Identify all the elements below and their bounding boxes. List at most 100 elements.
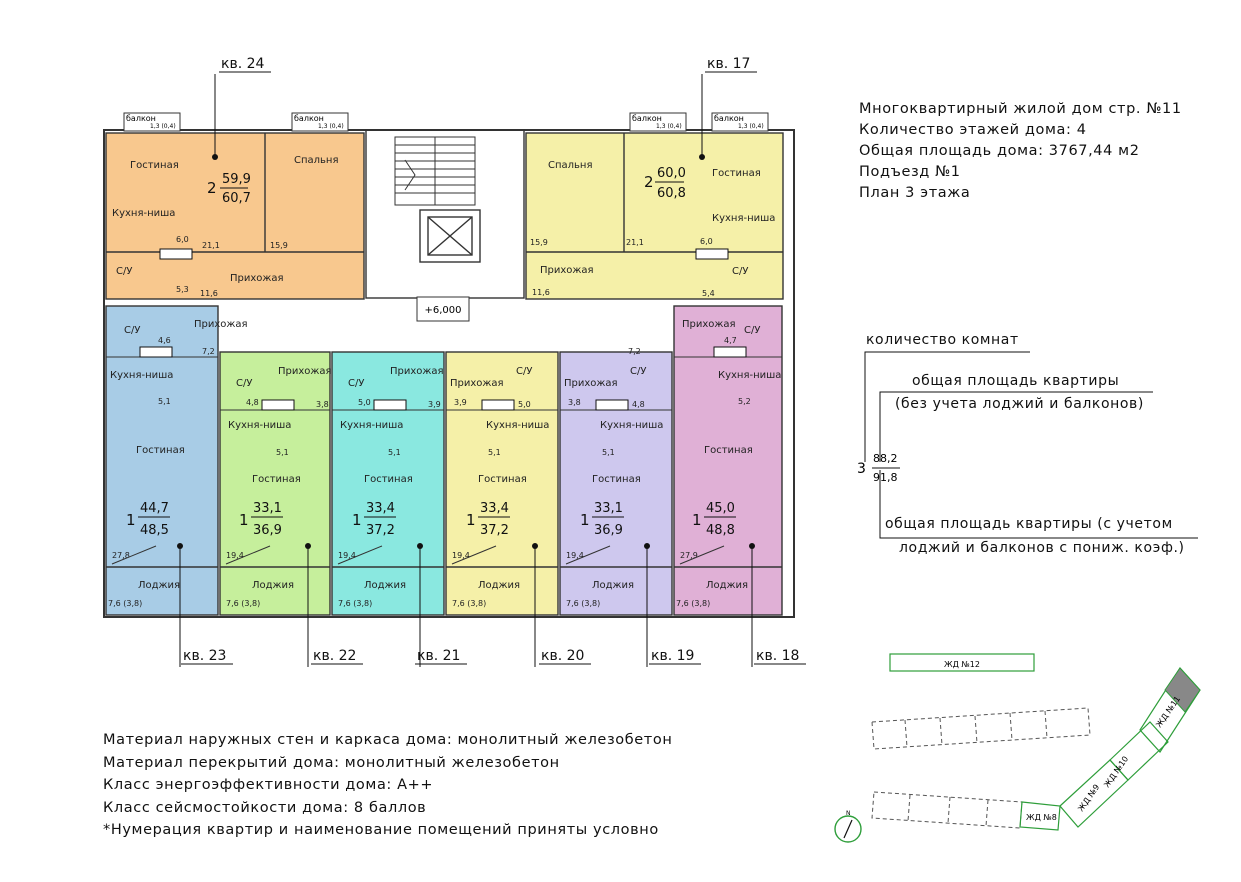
- apartment-number: кв. 18: [756, 648, 799, 664]
- area-total: 37,2: [480, 523, 509, 538]
- apartment-fill: [219, 351, 331, 616]
- rooms-count: 2: [644, 173, 654, 191]
- room-label: С/У: [348, 378, 364, 389]
- room-label: Прихожая: [230, 273, 284, 284]
- room-area: 5,4: [702, 289, 715, 298]
- room-label: Кухня-ниша: [228, 420, 291, 431]
- building-info: Многоквартирный жилой дом стр. №11 Колич…: [859, 99, 1182, 204]
- building-info-line: План 3 этажа: [859, 185, 971, 201]
- room-label: С/У: [236, 378, 252, 389]
- building-11-highlight: [1164, 667, 1201, 713]
- area: 33,1: [594, 501, 623, 516]
- room-label: Гостиная: [704, 445, 753, 456]
- room-area: 5,1: [388, 448, 401, 457]
- balcony-label: балкон: [632, 114, 662, 123]
- elevator-shaft: [419, 209, 481, 263]
- apartment-23: С/УПрихожаяКухня-нишаГостинаяЛоджия4,67,…: [105, 305, 248, 616]
- room-label: Лоджия: [252, 580, 294, 591]
- apartment-number-label: кв. 18: [749, 543, 806, 667]
- room-label: Прихожая: [682, 319, 736, 330]
- area-total: 36,9: [594, 523, 623, 538]
- balcony-label: балкон: [714, 114, 744, 123]
- room-area: 11,6: [532, 288, 550, 297]
- apartment-number: кв. 22: [313, 648, 356, 664]
- balcony-area: 1,3 (0,4): [318, 123, 344, 130]
- room-area: 7,6 (3,8): [108, 599, 142, 608]
- room-label: Лоджия: [706, 580, 748, 591]
- room-area: 19,4: [566, 551, 584, 560]
- area-total: 37,2: [366, 523, 395, 538]
- room-label: Кухня-ниша: [112, 208, 175, 219]
- room-label: Прихожая: [564, 378, 618, 389]
- sanitary-fixtures: [713, 346, 747, 358]
- apartment-24: Гостиная Спальня Кухня-ниша С/У Прихожая…: [105, 132, 365, 300]
- materials-info: Материал наружных стен и каркаса дома: м…: [103, 729, 672, 842]
- sanitary-fixtures: [481, 399, 515, 411]
- room-area: 21,1: [202, 241, 220, 250]
- room-area: 7,6 (3,8): [338, 599, 372, 608]
- legend-graphic: [864, 351, 1198, 539]
- room-label: Лоджия: [364, 580, 406, 591]
- sanitary-fixtures: [261, 399, 295, 411]
- room-label: Прихожая: [390, 366, 444, 377]
- room-label: Кухня-ниша: [712, 213, 775, 224]
- room-area: 19,4: [338, 551, 356, 560]
- sanitary-fixtures: [373, 399, 407, 411]
- level-mark-text: +6,000: [424, 305, 461, 316]
- room-area: 4,8: [632, 400, 645, 409]
- room-area: 5,0: [518, 400, 531, 409]
- room-area: 3,9: [454, 398, 467, 407]
- building-info-line: Многоквартирный жилой дом стр. №11: [859, 101, 1182, 117]
- area: 59,9: [222, 172, 251, 187]
- rooms-count: 1: [352, 511, 362, 529]
- apartment-number-label: кв. 19: [644, 543, 701, 667]
- materials-line: Класс энергоэффективности дома: А++: [103, 777, 434, 793]
- legend-total-label-2: лоджий и балконов с пониж. коэф.): [899, 540, 1185, 556]
- balcony-area: 1,3 (0,4): [738, 123, 764, 130]
- room-label: Гостиная: [252, 474, 301, 485]
- room-label: Лоджия: [138, 580, 180, 591]
- area-total: 60,7: [222, 191, 251, 206]
- apartment-17-fill: [525, 132, 784, 300]
- materials-line: *Нумерация квартир и наименование помеще…: [103, 822, 659, 838]
- room-label: С/У: [744, 325, 760, 336]
- room-label: С/У: [516, 366, 532, 377]
- apartment-number: кв. 20: [541, 648, 584, 664]
- apartment-24-fill: [105, 132, 365, 300]
- building-12-label: ЖД №12: [944, 660, 980, 669]
- rooms-count: 1: [580, 511, 590, 529]
- sanitary-fixtures: [139, 346, 173, 358]
- room-area: 5,1: [276, 448, 289, 457]
- room-area: 11,6: [200, 289, 218, 298]
- room-area: 3,9: [428, 400, 441, 409]
- rooms-count: 1: [466, 511, 476, 529]
- materials-line: Материал наружных стен и каркаса дома: м…: [103, 732, 673, 748]
- room-area: 19,4: [226, 551, 244, 560]
- room-label: Прихожая: [450, 378, 504, 389]
- room-label: Лоджия: [592, 580, 634, 591]
- balcony-area: 1,3 (0,4): [656, 123, 682, 130]
- room-area: 4,8: [246, 398, 259, 407]
- site-plan: ЖД №12 ЖД №11 ЖД №10 ЖД №9 ЖД №8 N: [834, 653, 1201, 843]
- room-area: 4,7: [724, 336, 737, 345]
- legend-area-label-1: общая площадь квартиры: [912, 373, 1120, 389]
- legend-total-label-1: общая площадь квартиры (с учетом: [885, 516, 1173, 532]
- room-area: 3,8: [568, 398, 581, 407]
- balcony-label: балкон: [126, 114, 156, 123]
- room-area: 7,6 (3,8): [676, 599, 710, 608]
- room-area: 7,6 (3,8): [452, 599, 486, 608]
- room-label: С/У: [124, 325, 140, 336]
- room-label: Кухня-ниша: [486, 420, 549, 431]
- building-info-line: Количество этажей дома: 4: [859, 122, 1087, 138]
- area-total: 48,8: [706, 523, 735, 538]
- room-label: Гостиная: [478, 474, 527, 485]
- materials-line: Класс сейсмостойкости дома: 8 баллов: [103, 799, 427, 816]
- apartment-number: кв. 21: [417, 648, 460, 664]
- area: 45,0: [706, 501, 735, 516]
- legend-rooms-example: 3: [857, 461, 866, 477]
